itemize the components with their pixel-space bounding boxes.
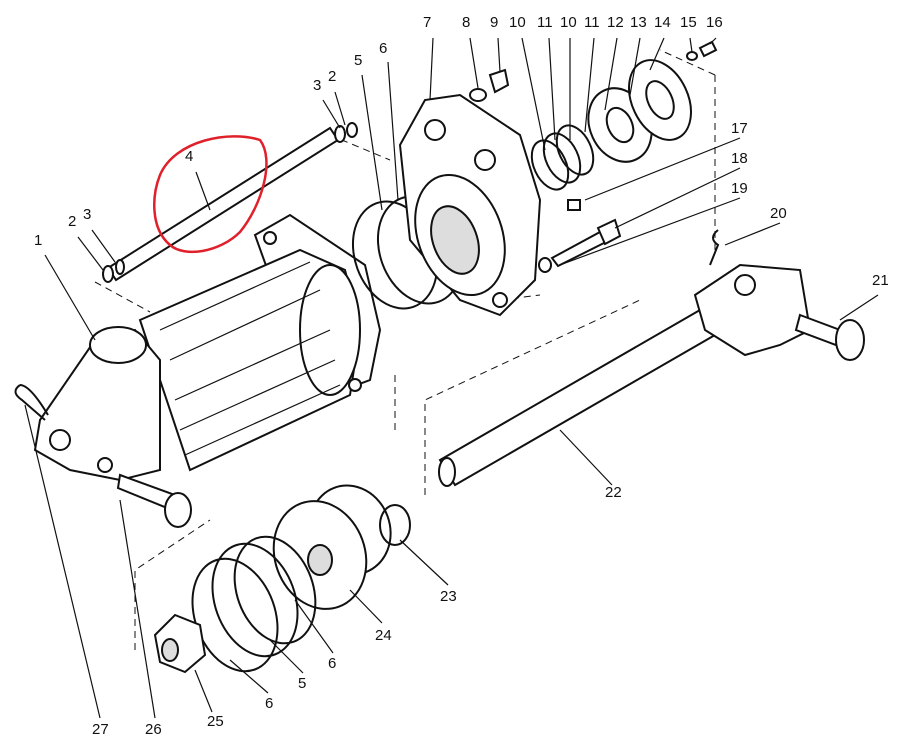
washer-part-19 xyxy=(538,257,552,273)
callout-11: 11 xyxy=(537,14,553,31)
callout-24: 24 xyxy=(375,627,392,644)
callout-17: 17 xyxy=(731,120,748,137)
callout-8: 8 xyxy=(462,14,471,31)
cylinder-head-part-7 xyxy=(398,93,542,317)
washer-part-15 xyxy=(686,51,698,61)
callout-2-upper: 2 xyxy=(328,68,337,85)
piston-part-24 xyxy=(272,484,392,610)
callout-26: 26 xyxy=(145,721,162,738)
seal-stack-parts-10-13 xyxy=(530,59,692,191)
callout-3: 3 xyxy=(83,206,92,223)
callout-23: 23 xyxy=(440,588,457,605)
callout-25: 25 xyxy=(207,713,224,730)
callout-11b: 11 xyxy=(584,14,600,31)
callout-5-lower: 5 xyxy=(298,675,307,692)
bolt-head-part-21 xyxy=(835,319,865,361)
pin-head-part-26 xyxy=(164,492,192,528)
nut-hole-part-25 xyxy=(161,638,179,662)
callout-4: 4 xyxy=(185,148,194,165)
callout-9: 9 xyxy=(490,14,499,31)
callout-12: 12 xyxy=(607,14,624,31)
lower-seal-rings-part-5-6 xyxy=(191,535,317,673)
callout-6-lower: 6 xyxy=(328,655,337,672)
screw-part-16 xyxy=(698,40,718,58)
callout-22: 22 xyxy=(605,484,622,501)
assembly-line-rod xyxy=(94,134,391,313)
leader-lines xyxy=(24,37,879,719)
callout-16: 16 xyxy=(706,14,723,31)
bolt-part-18 xyxy=(550,230,608,268)
callout-19: 19 xyxy=(731,180,748,197)
callout-10b: 10 xyxy=(560,14,577,31)
cotter-pin-part-20 xyxy=(709,229,720,266)
bolt-part-21 xyxy=(794,313,842,347)
bolt-head-part-18 xyxy=(596,218,622,246)
callout-7: 7 xyxy=(423,14,432,31)
callout-13: 13 xyxy=(630,14,647,31)
plug-part-9 xyxy=(488,68,510,94)
ring-part-23 xyxy=(379,504,411,546)
callout-1: 1 xyxy=(34,232,43,249)
screw-part-17 xyxy=(567,199,581,211)
washer-part-8 xyxy=(469,88,487,102)
assembly-line-piston-rod xyxy=(424,299,641,495)
callout-6-bottom: 6 xyxy=(265,695,274,712)
assembly-line-piston xyxy=(134,370,396,650)
callout-15: 15 xyxy=(680,14,697,31)
callout-14: 14 xyxy=(654,14,671,31)
cylinder-body-part-1 xyxy=(33,213,382,482)
callout-27: 27 xyxy=(92,721,109,738)
callout-18: 18 xyxy=(731,150,748,167)
callout-5: 5 xyxy=(354,52,363,69)
callout-21: 21 xyxy=(872,272,889,289)
callout-10: 10 xyxy=(509,14,526,31)
callout-3-upper: 3 xyxy=(313,77,322,94)
piston-rod-part-22 xyxy=(438,263,812,487)
highlight-circle xyxy=(153,135,268,254)
callout-20: 20 xyxy=(770,205,787,222)
cotter-pin-part-27 xyxy=(14,384,49,421)
callout-6: 6 xyxy=(379,40,388,57)
callout-2: 2 xyxy=(68,213,77,230)
